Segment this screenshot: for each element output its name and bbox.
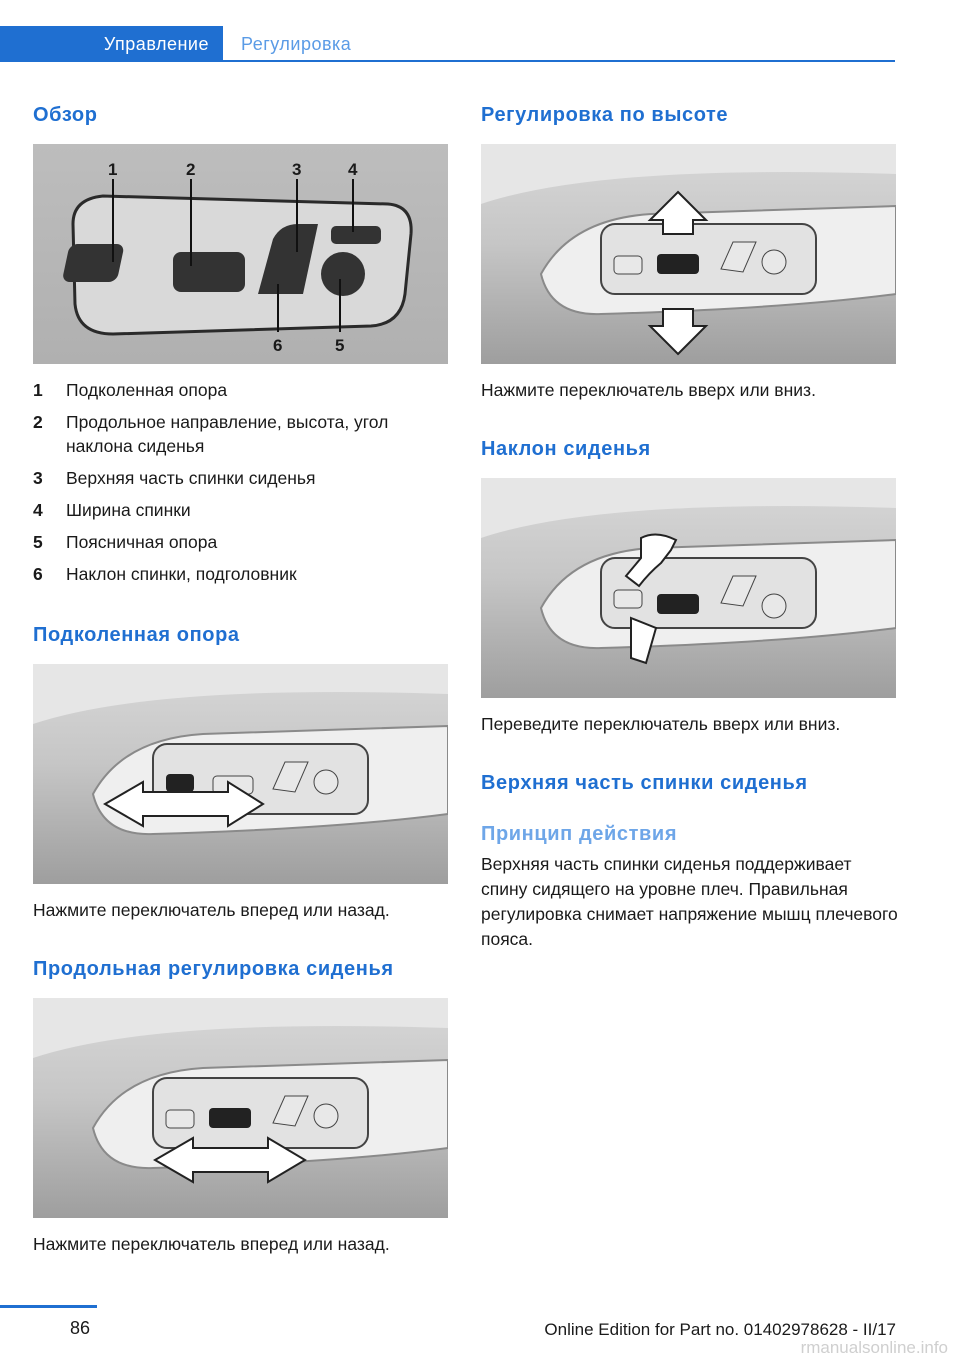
edition-note: Online Edition for Part no. 01402978628 … <box>544 1320 896 1339</box>
longitudinal-figure <box>33 998 448 1218</box>
watermark: rmanualsonline.info <box>800 1338 948 1357</box>
tab-control-label: Управление <box>103 34 209 54</box>
callout-2: 2 <box>186 160 196 179</box>
upper-back-heading: Верхняя часть спинки сиденья <box>481 772 808 794</box>
tab-underline <box>223 60 895 62</box>
knee-support-figure <box>33 664 448 884</box>
tab-control[interactable]: Управление <box>0 26 223 62</box>
tilt-figure <box>481 478 896 698</box>
longitudinal-caption: Нажмите переключатель вперед или назад. <box>33 1234 390 1254</box>
knee-support-caption: Нажмите переключатель вперед или назад. <box>33 900 390 920</box>
knee-support-heading: Подколенная опора <box>33 624 240 646</box>
page-number: 86 <box>70 1318 91 1338</box>
principle-text: Верхняя часть спинки сиденья поддерживае… <box>481 854 898 949</box>
overview-heading: Обзор <box>33 104 98 126</box>
longitudinal-heading: Продольная регулировка сиденья <box>33 958 394 980</box>
tab-adjustment[interactable]: Регулировка <box>241 34 352 54</box>
callout-3: 3 <box>292 160 302 179</box>
overview-figure: 1 2 3 4 6 5 <box>33 144 448 364</box>
height-caption: Нажмите переключатель вверх или вниз. <box>481 380 816 400</box>
height-figure <box>481 144 896 364</box>
callout-1: 1 <box>108 160 118 179</box>
tilt-heading: Наклон сиденья <box>481 438 651 460</box>
height-heading: Регулировка по высоте <box>481 104 729 126</box>
callout-5: 5 <box>335 336 345 355</box>
principle-heading: Принцип действия <box>481 823 678 845</box>
callout-4: 4 <box>348 160 358 179</box>
header-tab-bar: Управление Регулировка <box>0 26 895 62</box>
footer-accent-line <box>0 1305 97 1308</box>
callout-6: 6 <box>273 336 283 355</box>
tilt-caption: Переведите переключатель вверх или вниз. <box>481 714 841 734</box>
